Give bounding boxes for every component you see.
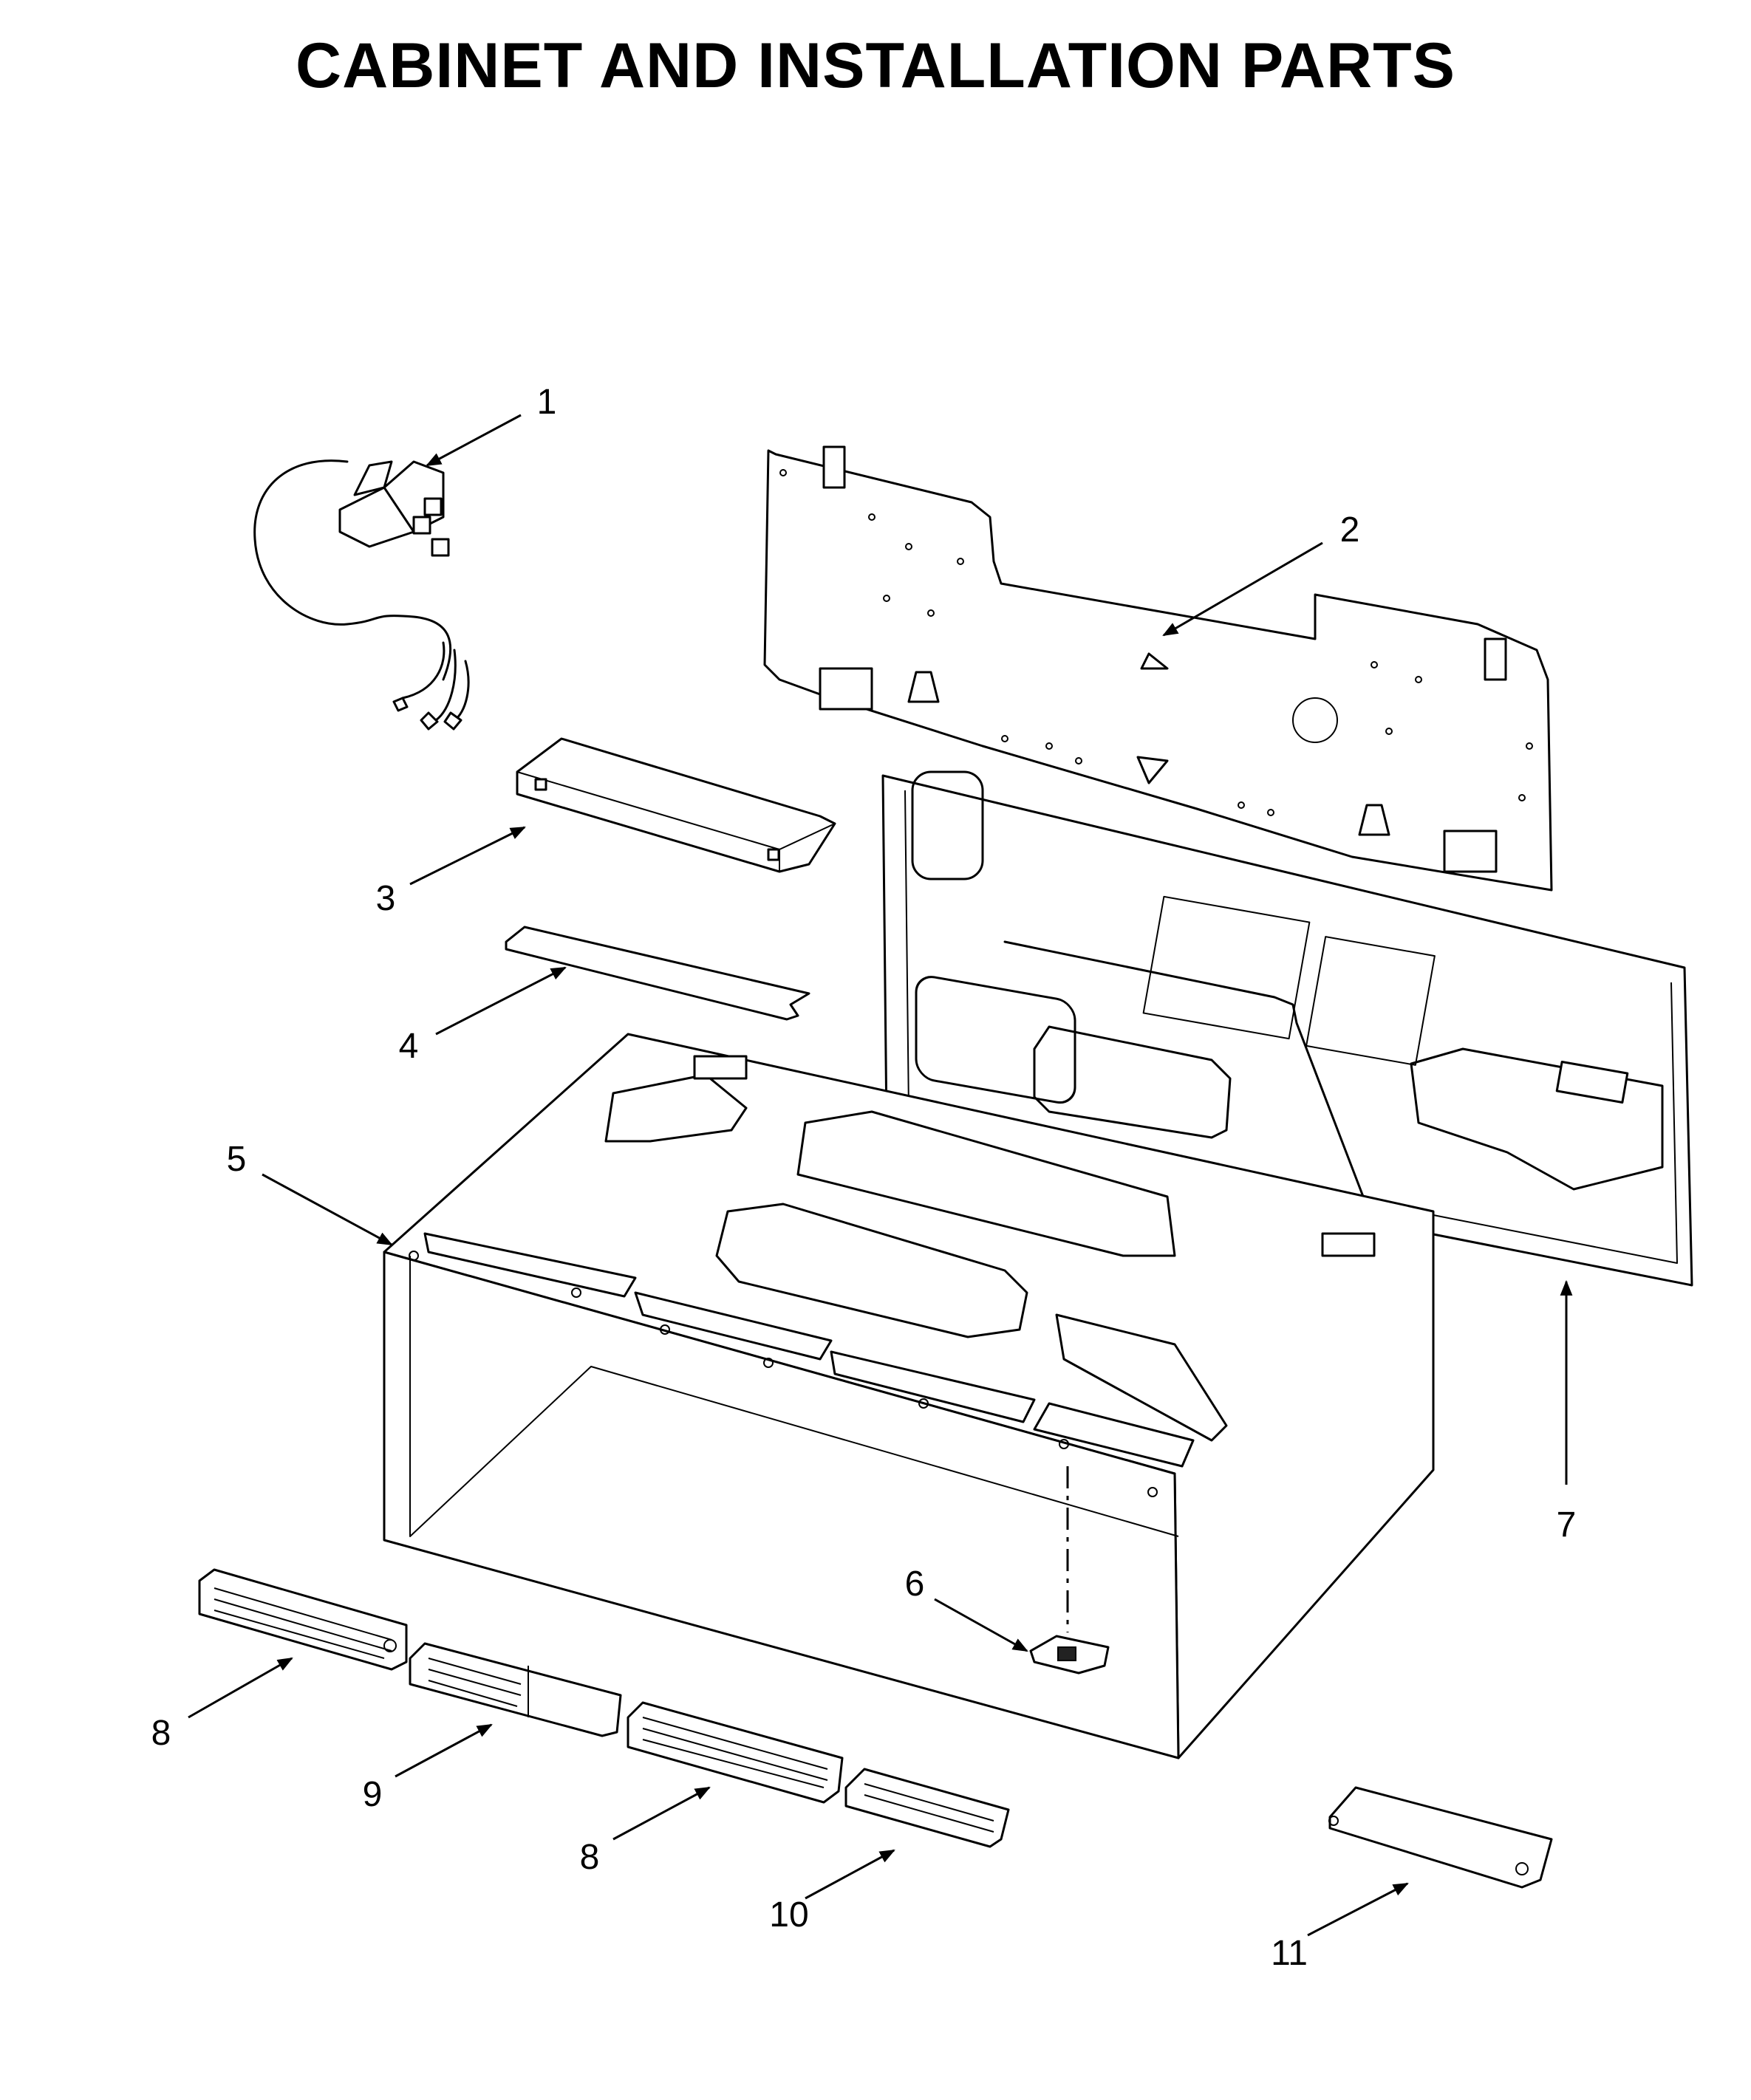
callout-10: 10 [769,1895,808,1935]
callout-1: 1 [537,383,557,422]
callout-6: 6 [905,1564,925,1604]
callout-8-center: 8 [580,1838,600,1877]
callout-2: 2 [1340,510,1360,550]
callout-4: 4 [399,1027,419,1066]
part-3-bracket [516,737,836,873]
callout-labels: 1 2 3 4 5 6 7 8 9 8 10 11 [151,383,1577,1973]
part-8-grille-center [627,1701,844,1804]
callout-5: 5 [227,1140,247,1179]
callout-leaders [188,414,1573,1937]
callout-7: 7 [1557,1505,1577,1545]
part-2-mounting-plate [763,445,1553,892]
part-9-grille [409,1642,622,1737]
callout-9: 9 [363,1775,383,1814]
page-title: CABINET AND INSTALLATION PARTS [296,30,1455,101]
part-10-grille [844,1768,1010,1848]
part-4-shield-plate [505,926,810,1021]
part-5-cabinet [383,1033,1435,1759]
part-1-power-cord [253,459,470,731]
part-6-clip [1029,1635,1110,1675]
callout-11: 11 [1271,1934,1308,1973]
callout-8-left: 8 [151,1714,171,1753]
callout-3: 3 [376,879,396,918]
part-11-cover [1328,1786,1553,1889]
part-8-grille-left [198,1568,408,1671]
